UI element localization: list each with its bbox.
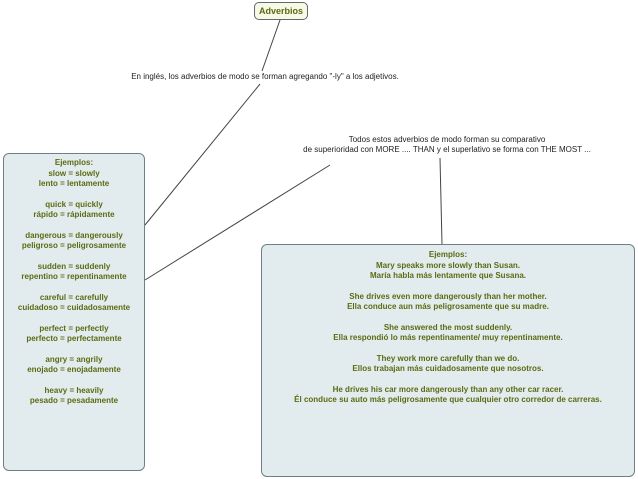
example-english: sudden = suddenly <box>37 261 111 271</box>
connector-comparative-to-right-box <box>439 157 443 245</box>
sentence-english: She answered the most suddenly. <box>383 322 513 332</box>
intro-text: En inglés, los adverbios de modo se form… <box>100 72 430 82</box>
example-pair: heavy = heavily pesado = pesadamente <box>4 386 144 407</box>
example-pair: perfect = perfectly perfecto = perfectam… <box>4 324 144 345</box>
example-pair: careful = carefully cuidadoso = cuidados… <box>4 293 144 314</box>
example-english: perfect = perfectly <box>39 323 109 333</box>
left-box-heading: Ejemplos: <box>54 158 94 167</box>
sentence-english: Mary speaks more slowly than Susan. <box>375 260 521 270</box>
example-spanish: peligroso = peligrosamente <box>21 241 127 250</box>
example-english: careful = carefully <box>39 292 109 302</box>
sentence-pair: They work more carefully than we do. Ell… <box>262 354 634 375</box>
sentence-pair: Mary speaks more slowly than Susan. Marí… <box>262 261 634 282</box>
sentence-english: She drives even more dangerously than he… <box>349 291 547 301</box>
sentence-english: He drives his car more dangerously than … <box>332 384 564 394</box>
sentence-pair: He drives his car more dangerously than … <box>262 385 634 406</box>
right-box-heading: Ejemplos: <box>428 250 468 259</box>
sentence-spanish: Ella conduce aun más peligrosamente que … <box>347 302 549 311</box>
sentence-spanish: Ella respondió lo más repentinamente/ mu… <box>333 333 563 342</box>
sentence-pair: She answered the most suddenly. Ella res… <box>262 323 634 344</box>
example-english: quick = quickly <box>45 199 103 209</box>
example-spanish: perfecto = perfectamente <box>26 334 122 343</box>
sentence-spanish: María habla más lentamente que Susana. <box>369 271 527 280</box>
connector-intro-to-left-box <box>144 83 261 226</box>
example-pair: quick = quickly rápido = rápidamente <box>4 200 144 221</box>
example-pair: slow = slowly lento = lentamente <box>4 169 144 190</box>
example-spanish: lento = lentamente <box>38 179 110 188</box>
sentence-english: They work more carefully than we do. <box>376 353 520 363</box>
sentence-spanish: Ellos trabajan más cuidadosamente que no… <box>352 364 544 373</box>
example-english: heavy = heavily <box>44 385 104 395</box>
title-node-adverbios[interactable]: Adverbios <box>254 2 308 20</box>
connector-comparative-to-left-box <box>144 164 331 281</box>
left-examples-box[interactable]: Ejemplos: slow = slowly lento = lentamen… <box>3 153 145 471</box>
title-node-label: Adverbios <box>258 6 303 16</box>
example-english: angry = angrily <box>45 354 103 364</box>
example-pair: dangerous = dangerously peligroso = peli… <box>4 231 144 252</box>
example-spanish: enojado = enojadamente <box>27 365 121 374</box>
sentence-pair: She drives even more dangerously than he… <box>262 292 634 313</box>
connector-title-to-intro <box>261 19 281 72</box>
example-spanish: rápido = rápidamente <box>33 210 115 219</box>
example-english: slow = slowly <box>48 168 100 178</box>
example-pair: sudden = suddenly repentino = repentinam… <box>4 262 144 283</box>
intro-text-content: En inglés, los adverbios de modo se form… <box>131 72 399 81</box>
example-pair: angry = angrily enojado = enojadamente <box>4 355 144 376</box>
sentence-spanish: Él conduce su auto más peligrosamente qu… <box>294 395 602 404</box>
example-english: dangerous = dangerously <box>25 230 123 240</box>
example-spanish: repentino = repentinamente <box>21 272 127 281</box>
right-examples-box[interactable]: Ejemplos: Mary speaks more slowly than S… <box>261 244 635 477</box>
comparative-line-1: Todos estos adverbios de modo forman su … <box>348 135 546 144</box>
comparative-line-2: de superioridad con MORE .... THAN y el … <box>303 145 591 154</box>
example-spanish: pesado = pesadamente <box>29 396 119 405</box>
example-spanish: cuidadoso = cuidadosamente <box>17 303 131 312</box>
comparative-text: Todos estos adverbios de modo forman su … <box>262 135 632 155</box>
